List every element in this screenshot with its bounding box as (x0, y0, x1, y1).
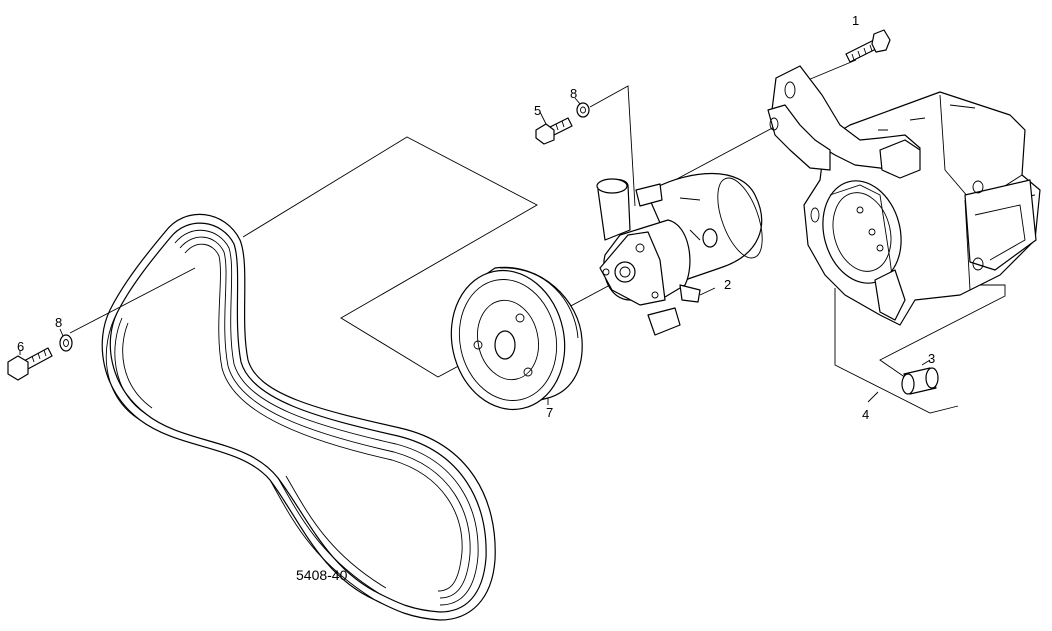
callout-1: 1 (852, 13, 860, 28)
reference-code: 5408-40 (296, 567, 348, 583)
bolt-6 (7, 347, 53, 381)
callout-7: 7 (546, 405, 554, 420)
callout-6: 6 (17, 339, 25, 354)
pulley (450, 266, 583, 411)
callout-2: 2 (724, 277, 732, 292)
drive-belt (101, 213, 496, 621)
callout-4: 4 (862, 407, 870, 422)
callout-8-left: 8 (55, 315, 63, 330)
mounting-bracket (767, 65, 1041, 326)
pump (596, 172, 763, 336)
callout-ticks (19, 97, 581, 355)
bushing (901, 367, 939, 395)
bolt-1 (845, 29, 891, 63)
bolt-5 (535, 117, 573, 145)
washer-8-left (59, 334, 73, 352)
callout-3: 3 (928, 351, 936, 366)
callout-8-upper: 8 (570, 86, 578, 101)
callout-5: 5 (534, 103, 542, 118)
washer-8-upper (576, 102, 590, 118)
